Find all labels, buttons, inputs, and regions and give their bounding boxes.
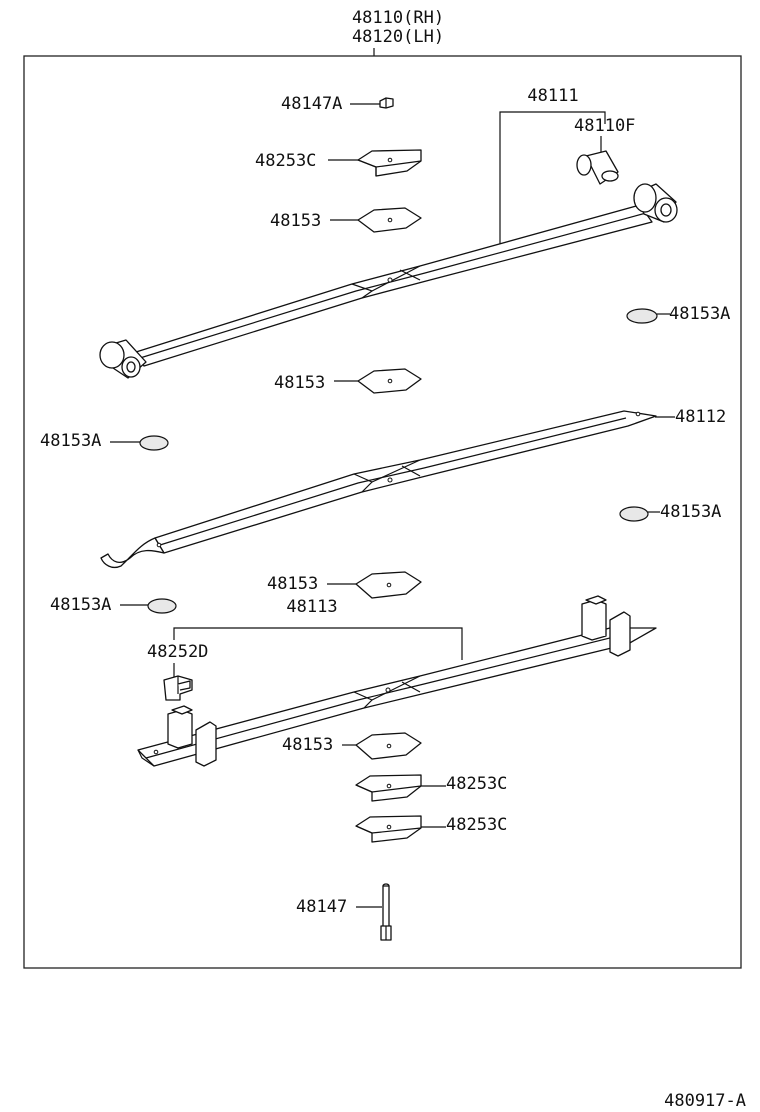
assembly-label-rh: 48110(RH) [352,8,444,28]
callout-48113: 48113 [286,597,337,617]
round-pad-left-1 [139,435,169,451]
callout-48153-mid-1: 48153 [274,373,325,393]
callout-48253C-low-1: 48253C [446,774,507,794]
round-pad-left-2 [147,598,177,614]
second-leaf [100,410,657,569]
callout-48153A-right-2: 48153A [660,502,721,522]
diagram-code: 480917-A [664,1091,746,1111]
callout-48153-mid-2: 48153 [267,574,318,594]
callout-48253C-top: 48253C [255,151,316,171]
nut-part [379,97,394,109]
rebound-clip [163,675,193,701]
round-pad-right-2 [619,506,649,522]
assembly-label-lh: 48120(LH) [352,27,444,47]
spacer-plate-low-1 [355,774,422,802]
spacer-plate-low-2 [355,815,422,843]
third-leaf [137,595,657,767]
callout-48153A-left-1: 48153A [40,431,101,451]
callout-48153A-right-1: 48153A [669,304,730,324]
insert-pad-mid-2 [355,571,422,599]
callout-48153-top: 48153 [270,211,321,231]
insert-pad-low [355,732,422,760]
insert-pad-mid-1 [357,368,422,394]
callout-48252D: 48252D [147,642,208,662]
callout-48147A: 48147A [281,94,342,114]
center-bolt [380,883,392,941]
insert-pad-top [357,207,422,233]
callout-48253C-low-2: 48253C [446,815,507,835]
shackle-bushing [576,150,619,185]
round-pad-right-1 [626,308,658,324]
callout-48111: 48111 [527,86,578,106]
callout-48153-low: 48153 [282,735,333,755]
main-leaf [99,183,678,379]
callout-48110F: 48110F [574,116,635,136]
callout-48147: 48147 [296,897,347,917]
spacer-plate-top [357,149,422,177]
callout-48153A-left-2: 48153A [50,595,111,615]
leader-48113 [173,627,463,660]
assembly-frame [23,55,742,969]
callout-48112: 48112 [675,407,726,427]
leader-48111 [499,111,606,244]
